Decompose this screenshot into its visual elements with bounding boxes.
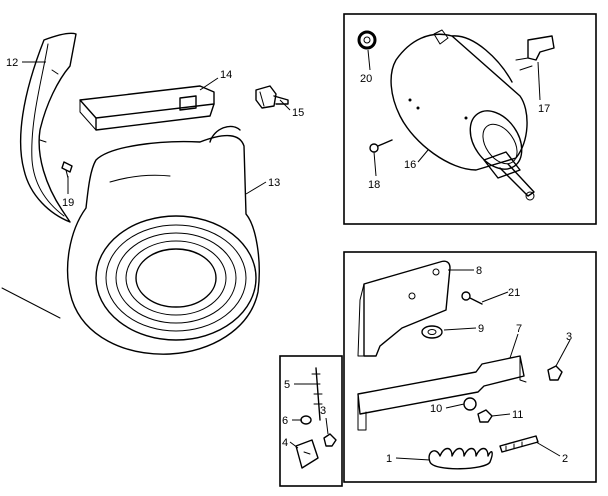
callout-17: 17 xyxy=(538,103,550,115)
callout-14: 14 xyxy=(220,69,232,81)
screw-part-18 xyxy=(369,139,393,153)
plate-part-8 xyxy=(357,260,451,357)
callout-8: 8 xyxy=(476,265,482,277)
callout-2: 2 xyxy=(562,453,568,465)
washer-part-9 xyxy=(421,325,443,339)
callout-5: 5 xyxy=(284,379,290,391)
screw-part-5 xyxy=(311,367,323,421)
callout-13: 13 xyxy=(268,177,280,189)
callout-21: 21 xyxy=(508,287,520,299)
callout-12: 12 xyxy=(6,57,18,69)
callout-1: 1 xyxy=(386,453,392,465)
plug-part-15 xyxy=(255,85,289,109)
nut-part-3-right xyxy=(547,365,563,381)
starter-motor-part-16 xyxy=(390,29,535,201)
callout-20: 20 xyxy=(360,73,372,85)
callout-11: 11 xyxy=(512,409,523,421)
spring-part-1 xyxy=(428,447,493,470)
air-guide-part-14 xyxy=(79,85,215,131)
leader-lines xyxy=(22,49,571,461)
callout-6: 6 xyxy=(282,415,288,427)
callout-10: 10 xyxy=(430,403,442,415)
bracket-part-7 xyxy=(357,355,527,431)
callout-18: 18 xyxy=(368,179,380,191)
washer-part-10 xyxy=(463,397,477,411)
callout-4: 4 xyxy=(282,437,288,449)
callout-3-right: 3 xyxy=(566,331,572,343)
washer-part-6 xyxy=(300,415,312,425)
callout-3-left: 3 xyxy=(320,405,326,417)
callout-labels: 12 14 15 13 19 20 17 16 18 8 21 9 7 3 10… xyxy=(6,57,572,465)
starter-motor-frame xyxy=(343,13,597,225)
screw-part-21 xyxy=(461,291,483,305)
spring-part-2 xyxy=(499,435,539,453)
callout-7: 7 xyxy=(516,323,522,335)
callout-15: 15 xyxy=(292,107,304,119)
side-shield-part-12 xyxy=(19,32,77,223)
callout-19: 19 xyxy=(62,197,74,209)
callout-9: 9 xyxy=(478,323,484,335)
blower-housing-part-13 xyxy=(66,125,260,355)
linkage-frame xyxy=(279,355,343,487)
control-bracket-frame xyxy=(343,251,597,483)
nut-part-3-left xyxy=(323,433,337,447)
screw-part-19 xyxy=(61,161,73,179)
washer-part-20 xyxy=(357,30,377,50)
bracket-part-17 xyxy=(515,35,555,71)
nut-part-11 xyxy=(477,409,493,423)
callout-16: 16 xyxy=(404,159,416,171)
swivel-part-4 xyxy=(295,439,319,469)
